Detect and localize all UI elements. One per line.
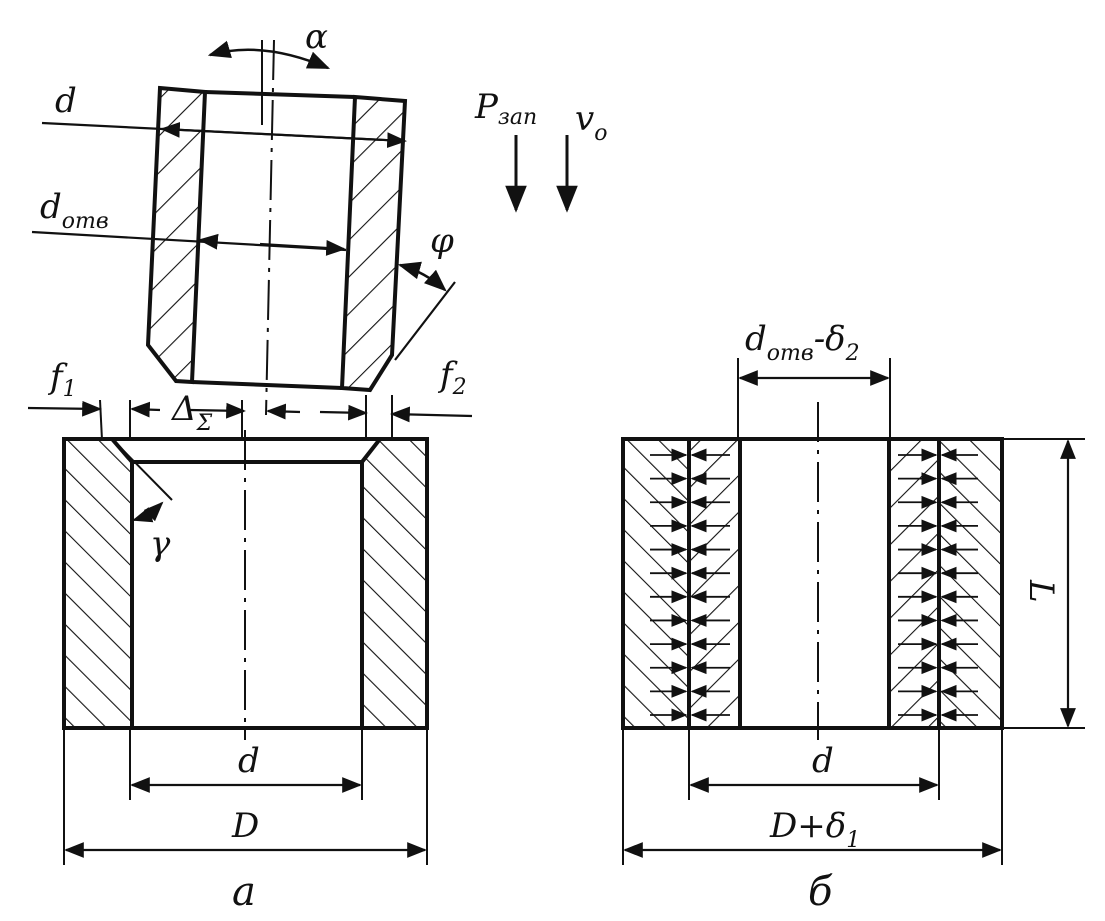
alpha-label: α xyxy=(305,17,328,57)
insert-left-wall xyxy=(145,85,208,385)
assembly-right-insert xyxy=(887,437,941,730)
insert-centerline xyxy=(265,39,275,416)
housing-a-right-wall xyxy=(360,437,429,730)
D-a-label: D xyxy=(231,806,259,846)
alpha-angle: α xyxy=(207,17,331,70)
insert-right-wall xyxy=(339,94,408,393)
interface-pressure-arrows xyxy=(650,448,978,722)
p-zap-label: Pзап xyxy=(474,87,537,130)
assembly-view-b xyxy=(621,402,1004,740)
phi-angle: φ xyxy=(394,221,456,361)
insert-bottom-edge xyxy=(191,380,343,390)
force-velocity-arrows: Pзап vo xyxy=(474,87,607,213)
insert-top-edge xyxy=(204,90,356,99)
D-delta1-label: D+δ1 xyxy=(769,806,860,853)
d-top-label: d xyxy=(55,81,77,121)
insert-bushing xyxy=(145,39,408,416)
view-b-dimensions: dотв-δ2 L d D+δ1 б xyxy=(622,319,1085,915)
housing-a-left-wall xyxy=(62,437,134,730)
delta-sigma-label: ΔΣ xyxy=(170,389,213,436)
v-o-label: vo xyxy=(575,99,607,146)
gamma-label: γ xyxy=(150,524,171,564)
f2-label: f2 xyxy=(437,355,467,400)
L-label: L xyxy=(1021,579,1061,603)
housing-view-a: γ xyxy=(62,430,429,740)
view-a-dimensions: d D a xyxy=(63,728,428,915)
assembly-left-insert xyxy=(687,437,742,730)
d-otv-label: dотв xyxy=(40,187,109,234)
phi-label: φ xyxy=(430,221,454,261)
caption-b: б xyxy=(808,869,833,915)
gap-dimensions: f1 ΔΣ f2 xyxy=(27,355,473,441)
d-a-label: d xyxy=(238,741,260,781)
insert-bore-diameter-dim: dотв xyxy=(31,187,347,256)
insert-outer-diameter-dim: d xyxy=(41,81,407,149)
d-b-label: d xyxy=(812,741,834,781)
f1-label: f1 xyxy=(47,357,77,402)
assembly-right-housing xyxy=(937,437,1004,730)
dotv-delta2-label: dотв-δ2 xyxy=(745,319,860,366)
assembly-left-housing xyxy=(621,437,691,730)
caption-a: a xyxy=(232,869,256,915)
